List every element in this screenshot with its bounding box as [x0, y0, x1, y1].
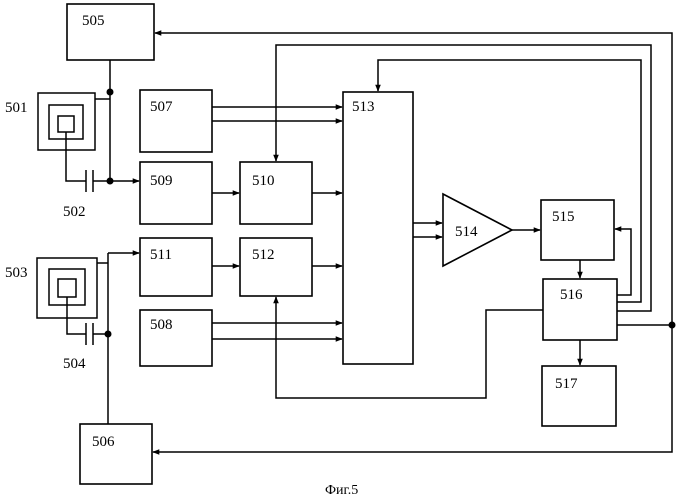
label-513: 513 [352, 99, 375, 115]
label-503: 503 [5, 265, 28, 281]
wire-516-513-top [378, 60, 641, 302]
label-511: 511 [150, 247, 172, 263]
wire-516-510-top [276, 45, 651, 311]
block-505: 505 [67, 4, 154, 60]
label-506: 506 [92, 434, 115, 450]
block-515: 515 [541, 200, 614, 260]
coil-501: 501 [5, 93, 95, 150]
label-515: 515 [552, 209, 575, 225]
block-517: 517 [542, 366, 616, 426]
block-510: 510 [240, 162, 312, 224]
capacitor-502: 502 [63, 132, 110, 220]
block-514: 514 [443, 194, 512, 266]
label-512: 512 [252, 247, 275, 263]
block-513: 513 [343, 92, 413, 364]
block-508: 508 [140, 310, 212, 366]
label-505: 505 [82, 13, 105, 29]
capacitor-504: 504 [63, 297, 108, 372]
label-504: 504 [63, 356, 86, 372]
coil-503: 503 [5, 258, 97, 318]
label-507: 507 [150, 99, 173, 115]
block-511: 511 [140, 238, 212, 296]
label-517: 517 [555, 376, 578, 392]
figure-caption: Фиг.5 [325, 483, 358, 498]
label-510: 510 [252, 173, 275, 189]
label-502: 502 [63, 204, 86, 220]
junction-dot [105, 331, 112, 338]
block-509: 509 [140, 162, 212, 224]
block-512: 512 [240, 238, 312, 296]
label-516: 516 [560, 287, 583, 303]
junction-dot [107, 89, 114, 96]
label-509: 509 [150, 173, 173, 189]
block-506: 506 [80, 424, 152, 484]
block-507: 507 [140, 90, 212, 152]
junction-dot [107, 178, 114, 185]
label-514: 514 [455, 224, 478, 240]
label-508: 508 [150, 317, 173, 333]
block-516: 516 [543, 279, 617, 340]
junction-dot [669, 322, 676, 329]
label-501: 501 [5, 100, 28, 116]
